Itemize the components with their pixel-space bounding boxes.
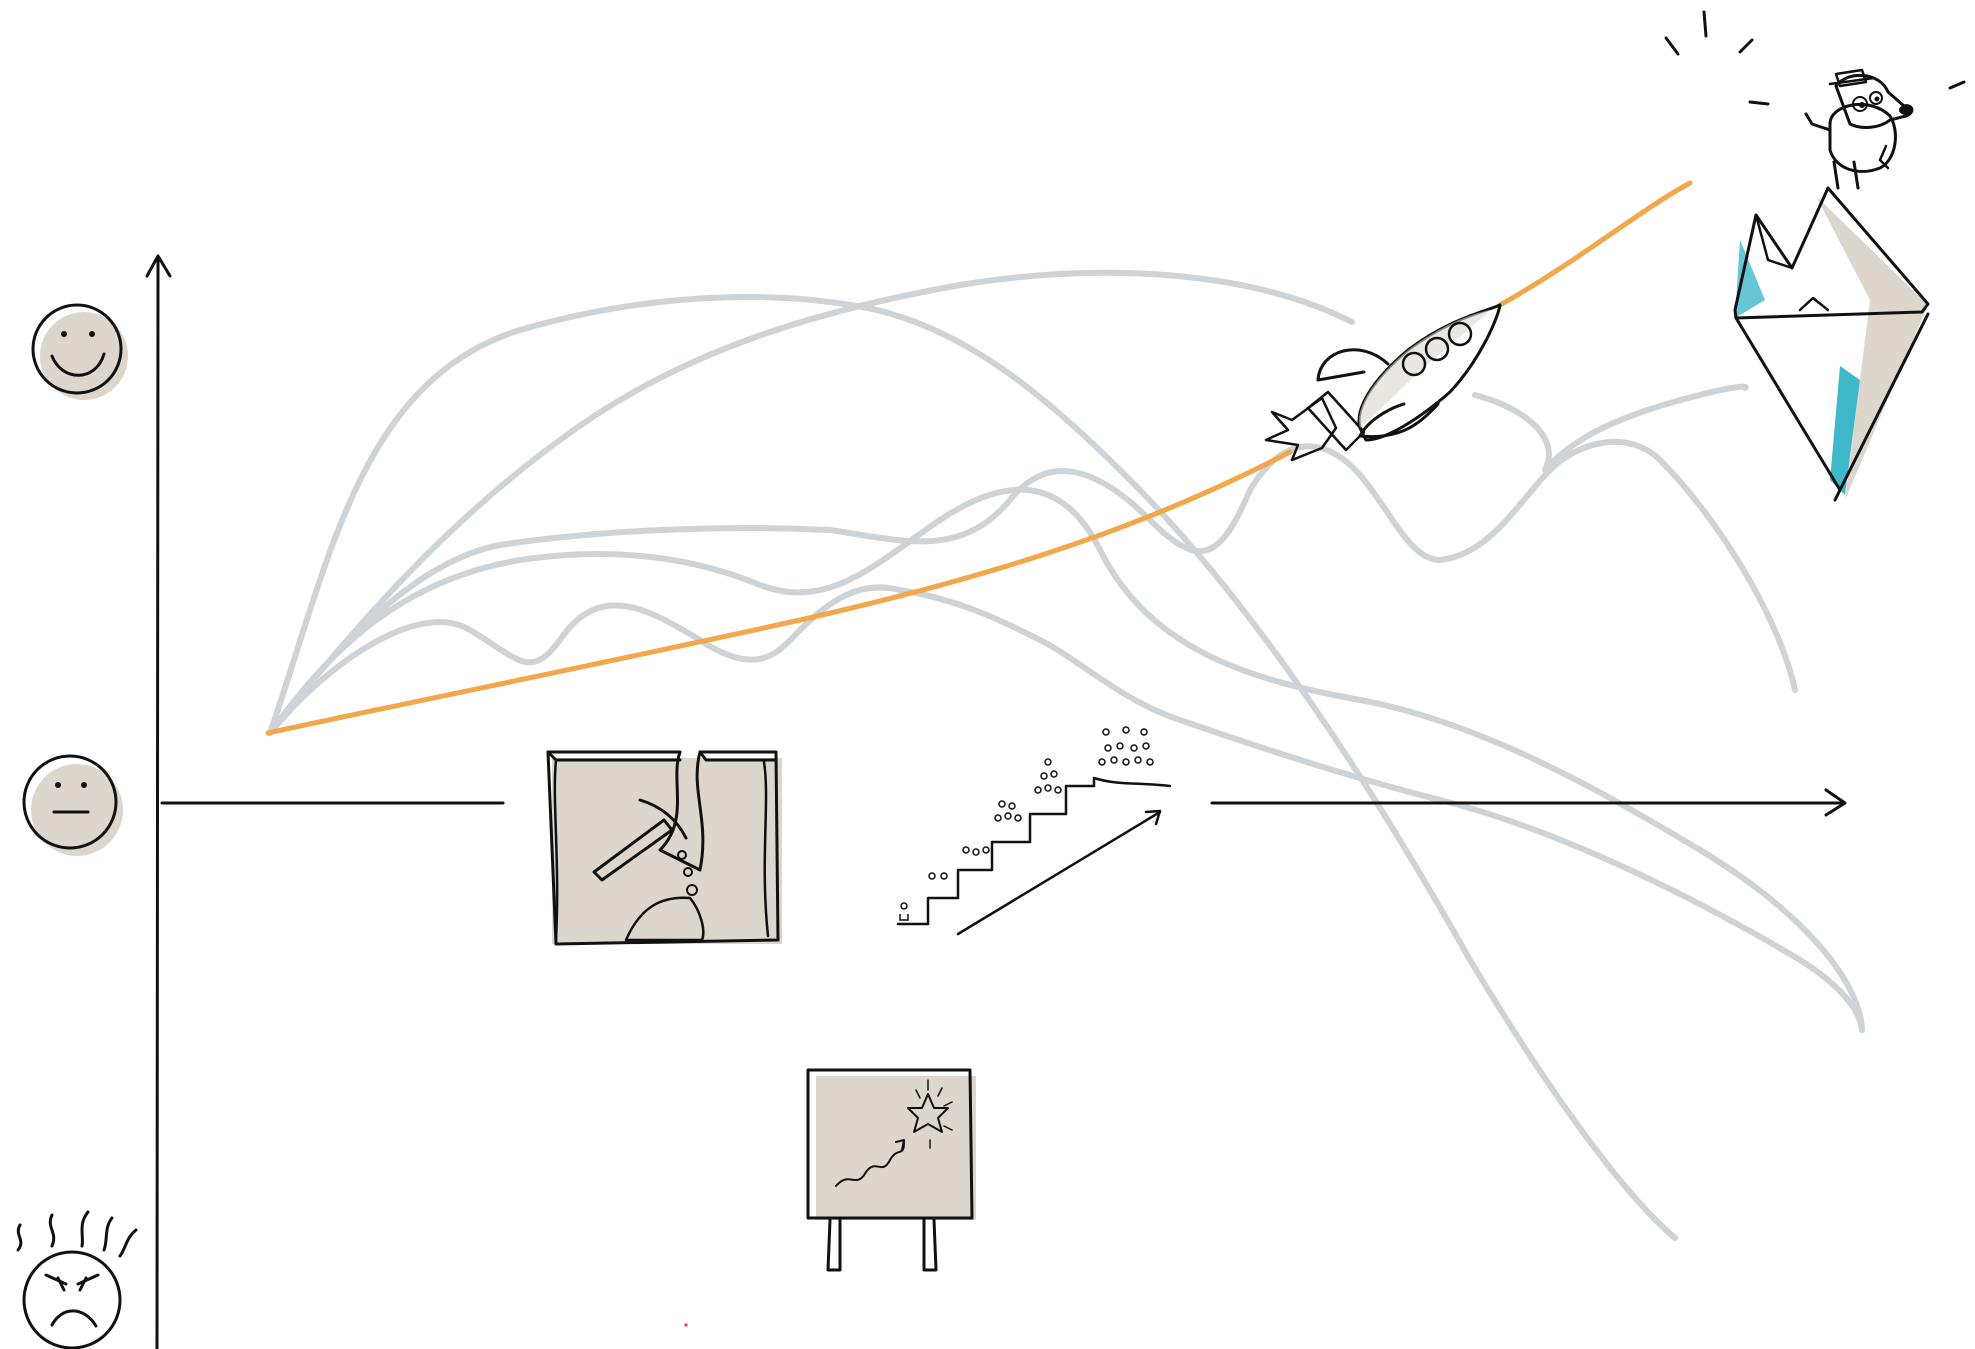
red-dot (684, 1323, 687, 1326)
pickaxe-wall-icon (548, 752, 782, 944)
grey-path-2 (270, 273, 1352, 733)
alternative-paths (270, 273, 1862, 1238)
easel-star-icon (808, 1070, 976, 1270)
y-axis (157, 258, 158, 1349)
angry-face-icon (18, 1212, 136, 1348)
grey-path-6 (1475, 395, 1549, 470)
crowd-stairs-icon (898, 727, 1170, 934)
iceberg-icon (1732, 188, 1928, 500)
rocket-icon (1266, 305, 1500, 460)
happy-face-icon (33, 305, 128, 400)
axes (147, 256, 1845, 1349)
neutral-face-icon (24, 756, 123, 856)
grey-path-3 (270, 490, 1862, 1030)
dog-icon (1666, 12, 1964, 188)
highlighted-path (268, 183, 1690, 733)
grey-path-7 (1545, 387, 1746, 470)
